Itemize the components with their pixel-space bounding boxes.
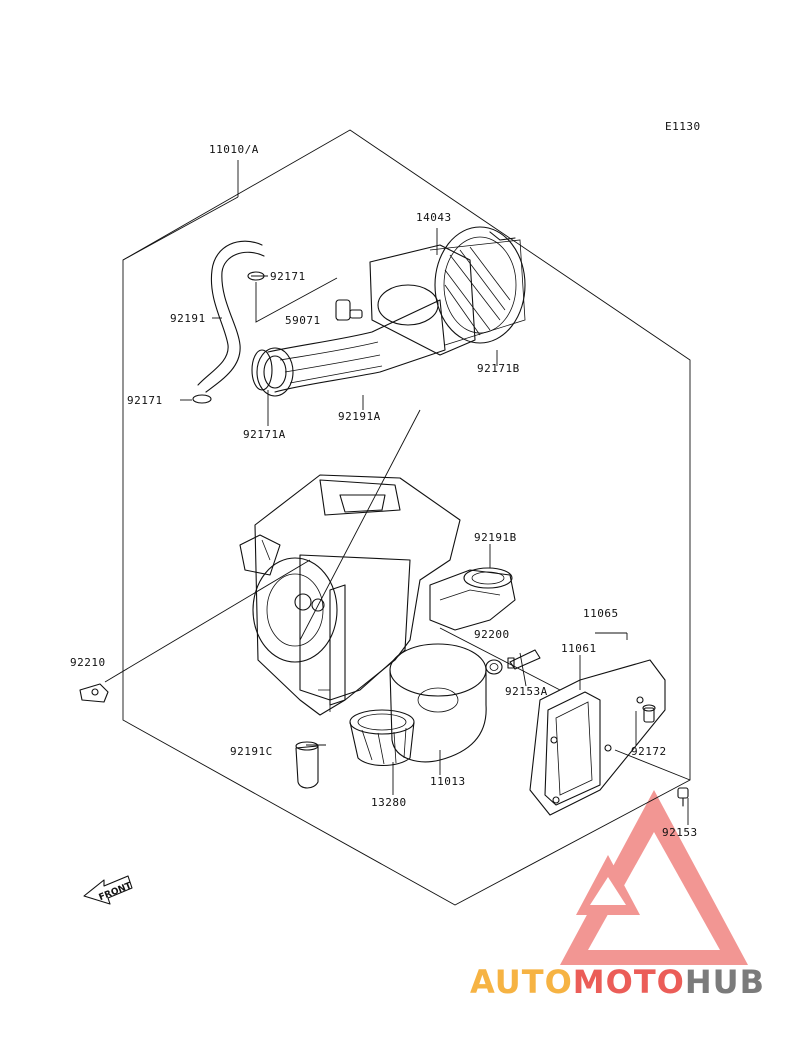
air-box-housing — [239, 474, 461, 716]
drain-hose-92191c — [295, 741, 319, 789]
label-92210: 92210 — [70, 656, 106, 669]
hose-92191 — [192, 240, 265, 404]
label-11013: 11013 — [430, 775, 466, 788]
label-92171-top: 92171 — [270, 270, 306, 283]
label-92171b: 92171B — [477, 362, 520, 375]
cover-11061 — [529, 659, 666, 816]
holder-13280 — [349, 709, 415, 767]
hose-92191b — [429, 567, 516, 631]
front-marker-text: FRONT — [98, 881, 134, 903]
watermark-text: AUTOMOTOHUB — [470, 963, 765, 1001]
label-92191c: 92191C — [230, 745, 273, 758]
fitting-59071 — [335, 299, 363, 321]
watermark-auto: AUTO — [470, 963, 573, 1001]
label-92171: 92171 — [127, 394, 163, 407]
label-59071: 59071 — [285, 314, 321, 327]
label-92153a: 92153A — [505, 685, 548, 698]
label-14043: 14043 — [416, 211, 452, 224]
label-13280: 13280 — [371, 796, 407, 809]
grommet-92200 — [485, 659, 503, 675]
label-11065: 11065 — [583, 607, 619, 620]
element-11013 — [389, 643, 487, 763]
label-92171a: 92171A — [243, 428, 286, 441]
watermark-hub: HUB — [685, 963, 765, 1001]
screw-92172 — [642, 704, 656, 723]
label-92200: 92200 — [474, 628, 510, 641]
duct-hose-92191a — [251, 299, 446, 397]
label-11010-a: 11010/A — [209, 143, 259, 156]
label-92191b: 92191B — [474, 531, 517, 544]
watermark-moto: MOTO — [573, 963, 685, 1001]
assembly-outline — [122, 129, 691, 906]
filter-screen-14043 — [369, 226, 526, 356]
bracket-92210 — [79, 683, 109, 703]
leader-lines — [104, 160, 691, 825]
bolt-92153 — [677, 787, 689, 807]
label-92191: 92191 — [170, 312, 206, 325]
label-92191a: 92191A — [338, 410, 381, 423]
label-92172: 92172 — [631, 745, 667, 758]
label-11061: 11061 — [561, 642, 597, 655]
label-92153: 92153 — [662, 826, 698, 839]
front-arrow-icon: FRONT — [83, 875, 134, 905]
diagram-code: E1130 — [665, 120, 701, 133]
watermark-logo-icon — [560, 790, 748, 965]
bolt-92153a — [507, 649, 541, 670]
